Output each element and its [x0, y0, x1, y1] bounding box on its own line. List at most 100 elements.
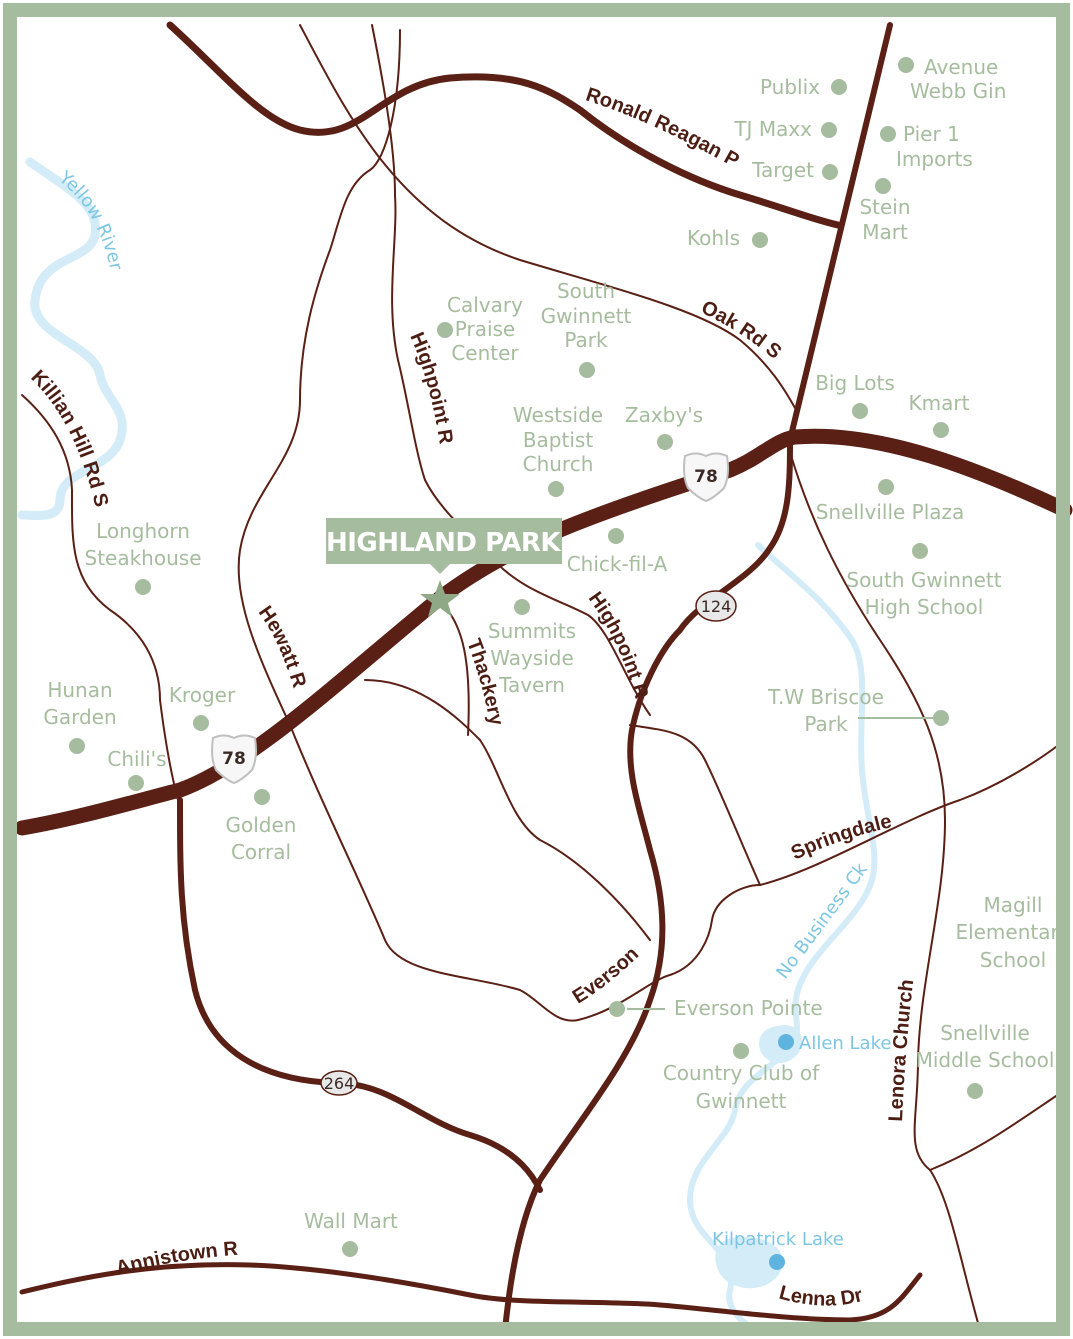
poi-dot-country-club[interactable] [733, 1043, 749, 1059]
poi-dot-avenue-webb-gin[interactable] [898, 57, 914, 73]
road-ga124 [502, 437, 793, 1333]
road-ronald-reagan [166, 21, 842, 229]
poi-dot-tj-maxx[interactable] [821, 122, 837, 138]
label-target: Target [751, 158, 814, 182]
label-kmart: Kmart [909, 391, 970, 415]
road-east-connector [629, 724, 761, 886]
poi-dot-big-lots[interactable] [852, 403, 868, 419]
label-golden-1: Golden [226, 813, 297, 837]
road-springdale [759, 739, 1066, 886]
road-ga264 [177, 797, 543, 1193]
us78-shield-north: 78 [683, 452, 729, 503]
label-chick-fil-a: Chick-fil-A [567, 552, 668, 576]
label-summits-1: Summits [488, 619, 576, 643]
label-twbriscoe-2: Park [804, 712, 848, 736]
poi-dot-kohls[interactable] [752, 232, 768, 248]
label-westside-2: Baptist [523, 428, 593, 452]
poi-dot-snellville-plaza[interactable] [878, 479, 894, 495]
label-magill-1: Magill [984, 893, 1043, 917]
label-country-club-2: Gwinnett [696, 1089, 787, 1113]
label-sghs-2: High School [865, 595, 984, 619]
label-snellville-ms-2: Middle School [916, 1048, 1055, 1072]
map-frame [3, 3, 1070, 1336]
label-sghs-1: South Gwinnett [846, 568, 1001, 592]
label-webb-gin: Webb Gin [910, 79, 1006, 103]
poi-dot-hunan-garden[interactable] [69, 738, 85, 754]
poi-dot-wall-mart[interactable] [342, 1241, 358, 1257]
road-snellville-north [787, 22, 893, 443]
label-pier1: Pier 1 [903, 122, 960, 146]
label-big-lots: Big Lots [815, 371, 895, 395]
yellow-river [17, 157, 127, 521]
label-twbriscoe-1: T.W Briscoe [767, 685, 884, 709]
poi-dot-target[interactable] [822, 164, 838, 180]
allen-lake-marker[interactable] [778, 1034, 794, 1050]
label-kohls: Kohls [687, 226, 740, 250]
label-kroger: Kroger [169, 683, 236, 707]
poi-dot-golden-corral[interactable] [254, 789, 270, 805]
ga124-label: 124 [701, 597, 732, 616]
label-magill-2: Elementary [955, 920, 1070, 944]
label-mart: Mart [862, 220, 908, 244]
road-snellville-ms [929, 1089, 1066, 1171]
road-killian-hill [21, 394, 179, 801]
poi-dot-tw-briscoe[interactable] [933, 710, 949, 726]
shield-icon [211, 734, 257, 785]
highland-park-label: HIGHLAND PARK [326, 528, 561, 558]
kilpatrick-lake-shape [715, 1236, 783, 1289]
poi-dot-everson-pointe[interactable] [609, 1001, 625, 1017]
label-sgpark-1: South [557, 279, 615, 303]
label-avenue: Avenue [924, 55, 998, 79]
poi-dot-calvary[interactable] [437, 322, 453, 338]
poi-dot-westside[interactable] [548, 481, 564, 497]
label-westside-3: Church [523, 452, 594, 476]
label-summits-2: Wayside [490, 646, 574, 670]
poi-dot-summits[interactable] [514, 599, 530, 615]
label-kilpatrick-lake: Kilpatrick Lake [712, 1229, 844, 1250]
label-tj-maxx: TJ Maxx [733, 117, 812, 141]
label-snellville-plaza: Snellville Plaza [816, 500, 965, 524]
poi-dot-chick-fil-a[interactable] [608, 528, 624, 544]
poi-labels: Publix Avenue Webb Gin TJ Maxx Pier 1 Im… [43, 55, 1070, 1233]
poi-dot-stein-mart[interactable] [875, 178, 891, 194]
poi-dot-pier1[interactable] [880, 126, 896, 142]
label-longhorn-2: Steakhouse [85, 546, 202, 570]
poi-dot-south-gwinnett-hs[interactable] [912, 543, 928, 559]
us78-label: 78 [694, 467, 718, 487]
label-publix: Publix [760, 75, 820, 99]
label-calvary-1: Calvary [447, 293, 523, 317]
poi-dot-south-gwinnett-park[interactable] [579, 362, 595, 378]
us78-shield-west: 78 [211, 734, 257, 785]
poi-dot-kmart[interactable] [933, 422, 949, 438]
label-sgpark-2: Gwinnett [541, 304, 632, 328]
road-highpoint-south [491, 557, 651, 716]
road-annistown [19, 1262, 923, 1323]
poi-dot-zaxbys[interactable] [657, 434, 673, 450]
oval-shield-icon [695, 590, 737, 622]
label-wall-mart: Wall Mart [304, 1209, 398, 1233]
label-calvary-2: Praise [455, 317, 515, 341]
label-country-club-1: Country Club of [663, 1061, 820, 1085]
label-calvary-3: Center [451, 341, 519, 365]
highland-park-callout[interactable]: HIGHLAND PARK [326, 518, 562, 617]
label-sgpark-3: Park [564, 328, 608, 352]
shield-icon [683, 452, 729, 503]
poi-dot-chilis[interactable] [128, 775, 144, 791]
poi-dot-snellville-ms[interactable] [967, 1083, 983, 1099]
ga264-shield: 264 [320, 1070, 358, 1096]
label-zaxbys: Zaxby's [625, 403, 703, 427]
road-oak-rd [299, 24, 796, 409]
ga264-label: 264 [324, 1074, 355, 1093]
road-thackery-east [364, 679, 651, 941]
poi-dot-kroger[interactable] [193, 715, 209, 731]
callout-box [326, 518, 562, 574]
label-summits-3: Tavern [498, 673, 565, 697]
poi-dot-longhorn[interactable] [135, 579, 151, 595]
kilpatrick-lake-marker[interactable] [769, 1254, 785, 1270]
label-everson-pointe: Everson Pointe [674, 996, 823, 1020]
no-business-creek [687, 542, 878, 1336]
label-golden-2: Corral [231, 840, 291, 864]
poi-dot-publix[interactable] [831, 79, 847, 95]
